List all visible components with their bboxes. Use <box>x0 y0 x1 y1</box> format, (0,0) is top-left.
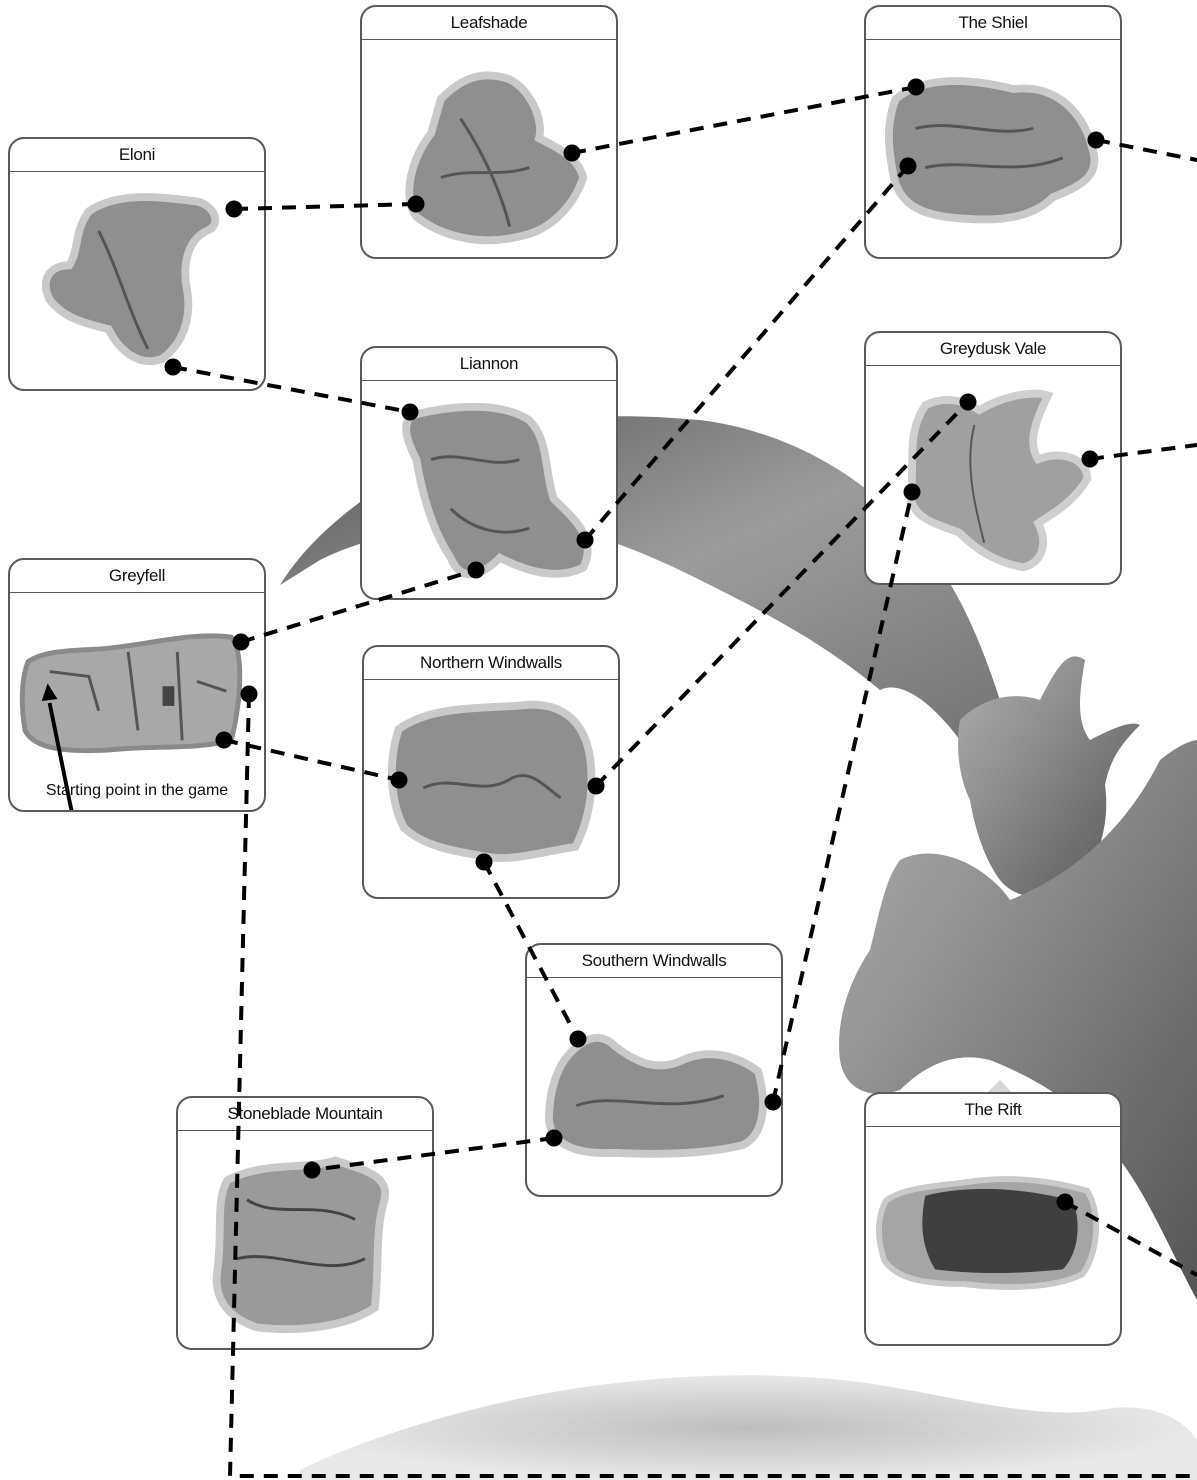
starting-point-caption: Starting point in the game <box>10 782 264 800</box>
region-panel-northern-windwalls[interactable]: Northern Windwalls <box>362 645 620 899</box>
region-title: Liannon <box>362 348 616 381</box>
region-map-southern-windwalls <box>527 978 781 1195</box>
region-map-greyfell <box>10 593 264 810</box>
region-title: Northern Windwalls <box>364 647 618 680</box>
ground-shadow <box>300 1375 1197 1480</box>
region-map-leafshade <box>362 40 616 257</box>
region-panel-southern-windwalls[interactable]: Southern Windwalls <box>525 943 783 1197</box>
region-panel-eloni[interactable]: Eloni <box>8 137 266 391</box>
region-map-greydusk-vale <box>866 366 1120 583</box>
region-panel-greyfell[interactable]: Greyfell Starting point in the game <box>8 558 266 812</box>
region-title: The Rift <box>866 1094 1120 1127</box>
region-title: The Shiel <box>866 7 1120 40</box>
region-map-the-rift <box>866 1127 1120 1344</box>
region-panel-the-shiel[interactable]: The Shiel <box>864 5 1122 259</box>
region-panel-leafshade[interactable]: Leafshade <box>360 5 618 259</box>
region-title: Leafshade <box>362 7 616 40</box>
region-map-liannon <box>362 381 616 598</box>
region-panel-stoneblade-mountain[interactable]: Stoneblade Mountain <box>176 1096 434 1350</box>
region-map-the-shiel <box>866 40 1120 257</box>
region-panel-liannon[interactable]: Liannon <box>360 346 618 600</box>
region-title: Greydusk Vale <box>866 333 1120 366</box>
region-panel-greydusk-vale[interactable]: Greydusk Vale <box>864 331 1122 585</box>
region-map-northern-windwalls <box>364 680 618 897</box>
region-panel-the-rift[interactable]: The Rift <box>864 1092 1122 1346</box>
region-map-eloni <box>10 172 264 389</box>
region-title: Southern Windwalls <box>527 945 781 978</box>
region-map-stoneblade-mountain <box>178 1131 432 1348</box>
region-title: Stoneblade Mountain <box>178 1098 432 1131</box>
region-title: Greyfell <box>10 560 264 593</box>
region-title: Eloni <box>10 139 264 172</box>
